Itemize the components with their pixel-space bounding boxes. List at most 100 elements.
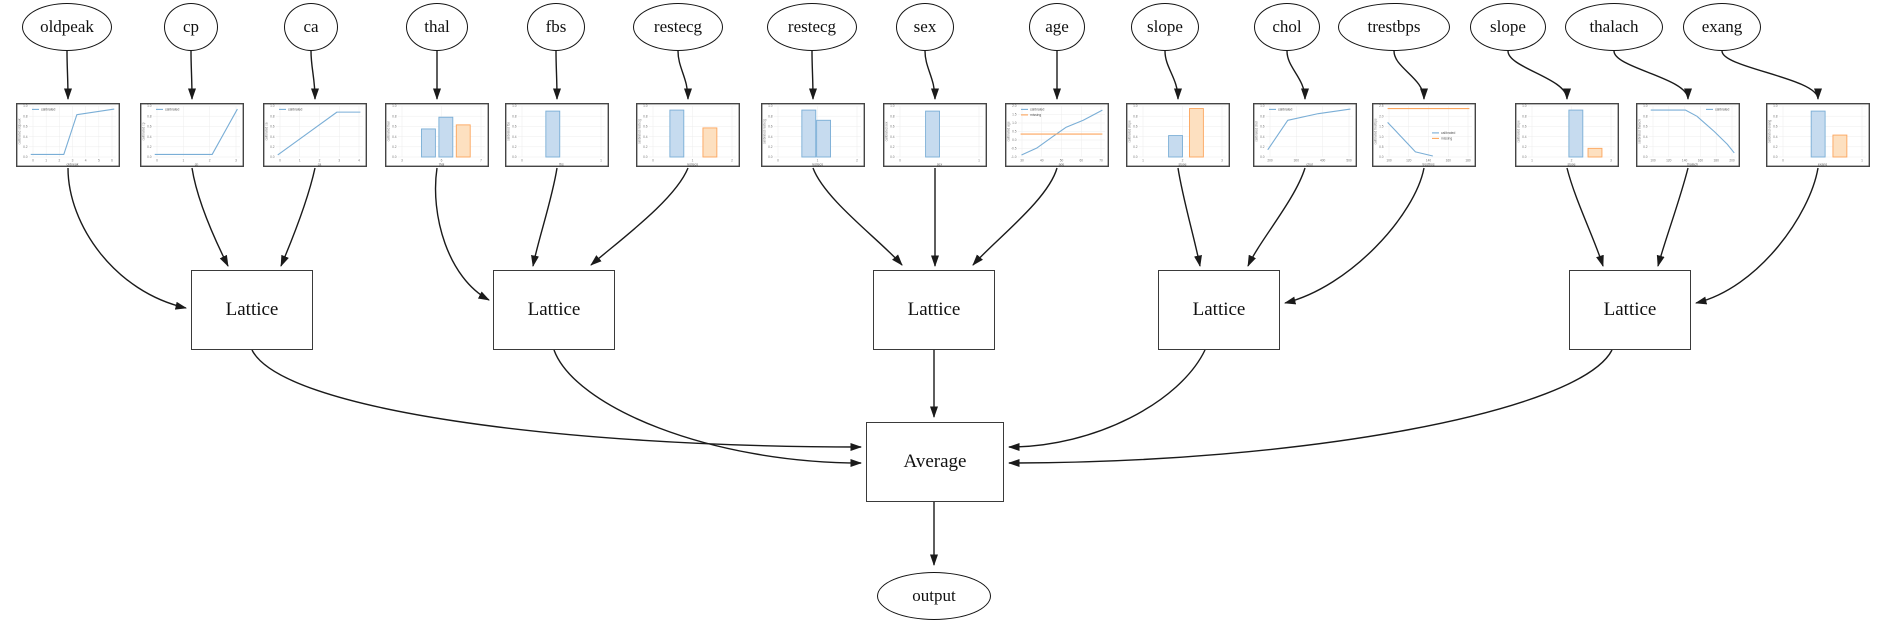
svg-text:calibrated thal: calibrated thal: [387, 121, 391, 141]
feature-label: exang: [1701, 17, 1743, 36]
edge-arrow: [924, 50, 939, 100]
svg-text:1: 1: [1861, 159, 1863, 163]
svg-text:30: 30: [1020, 159, 1024, 163]
svg-text:0: 0: [156, 159, 158, 163]
edge-arrow: [808, 50, 817, 100]
svg-text:0.5: 0.5: [1012, 130, 1017, 134]
svg-text:0.6: 0.6: [270, 125, 275, 129]
feature-label: thal: [424, 17, 450, 36]
feature-node-exang: exang: [1683, 3, 1761, 51]
lattice-label: Lattice: [907, 299, 961, 320]
svg-text:0.2: 0.2: [1643, 145, 1648, 149]
svg-text:0.8: 0.8: [1260, 114, 1265, 118]
svg-text:0.0: 0.0: [1012, 138, 1017, 142]
svg-text:2: 2: [319, 159, 321, 163]
svg-text:0.0: 0.0: [23, 155, 28, 159]
svg-text:2.0: 2.0: [1379, 114, 1384, 118]
svg-text:0.6: 0.6: [1522, 125, 1527, 129]
svg-text:calibrated restecg: calibrated restecg: [638, 119, 642, 144]
feature-label: restecg: [787, 17, 837, 36]
feature-label: fbs: [545, 17, 567, 36]
edge-arrow: [191, 167, 229, 267]
svg-text:180: 180: [1714, 159, 1720, 163]
svg-text:0.2: 0.2: [643, 145, 648, 149]
svg-text:1: 1: [1142, 159, 1144, 163]
svg-text:0.2: 0.2: [1133, 145, 1138, 149]
svg-text:0: 0: [1782, 159, 1784, 163]
svg-text:thal: thal: [439, 163, 445, 167]
svg-text:0.2: 0.2: [270, 145, 275, 149]
svg-text:1.0: 1.0: [1643, 104, 1648, 108]
svg-text:0: 0: [279, 159, 281, 163]
svg-text:1.5: 1.5: [1379, 125, 1384, 129]
svg-text:0.8: 0.8: [1522, 114, 1527, 118]
svg-text:2.5: 2.5: [1379, 104, 1384, 108]
svg-text:3: 3: [1221, 159, 1223, 163]
svg-text:0: 0: [521, 159, 523, 163]
feature-label: thalach: [1589, 17, 1639, 36]
svg-text:0.0: 0.0: [392, 155, 397, 159]
feature-node-sex: sex: [896, 3, 954, 51]
svg-text:100: 100: [1386, 159, 1392, 163]
svg-text:1: 1: [45, 159, 47, 163]
svg-text:0.8: 0.8: [643, 114, 648, 118]
svg-text:0.0: 0.0: [1773, 155, 1778, 159]
lattice-node-5: Lattice: [1569, 270, 1691, 350]
svg-text:50: 50: [1060, 159, 1064, 163]
feature-label: oldpeak: [40, 17, 94, 36]
svg-text:1.0: 1.0: [23, 104, 28, 108]
feature-label: sex: [913, 17, 937, 36]
svg-text:fbs: fbs: [559, 163, 564, 167]
svg-text:3: 3: [235, 159, 237, 163]
svg-text:2: 2: [58, 159, 60, 163]
feature-node-thalach: thalach: [1565, 3, 1663, 51]
feature-label: restecg: [653, 17, 703, 36]
edge-arrow: [1656, 167, 1689, 267]
svg-text:restecg: restecg: [687, 163, 698, 167]
output-label: output: [912, 586, 956, 605]
svg-text:0.2: 0.2: [890, 145, 895, 149]
edge-arrow: [552, 50, 561, 100]
edge-arrow: [251, 349, 862, 451]
svg-text:1.0: 1.0: [270, 104, 275, 108]
svg-text:calibrated trestbps: calibrated trestbps: [1374, 118, 1378, 144]
svg-text:chol: chol: [1306, 163, 1312, 167]
svg-text:0.4: 0.4: [392, 135, 397, 139]
edge-arrow: [1613, 50, 1692, 100]
svg-text:7: 7: [480, 159, 482, 163]
svg-text:0: 0: [899, 159, 901, 163]
edge-arrow: [1164, 50, 1182, 100]
feature-label: slope: [1147, 17, 1183, 36]
svg-text:trestbps: trestbps: [1422, 163, 1434, 167]
lattice-label: Lattice: [527, 299, 581, 320]
svg-text:1.0: 1.0: [1773, 104, 1778, 108]
svg-text:1.0: 1.0: [643, 104, 648, 108]
edge-arrow: [1393, 50, 1428, 100]
lattice-label: Lattice: [1192, 299, 1246, 320]
svg-text:calibrated exang: calibrated exang: [1768, 120, 1772, 144]
svg-text:400: 400: [1320, 159, 1326, 163]
svg-text:0.8: 0.8: [147, 114, 152, 118]
edge-arrow: [1008, 349, 1206, 451]
svg-text:1.0: 1.0: [392, 104, 397, 108]
svg-text:restecg: restecg: [812, 163, 823, 167]
svg-text:3: 3: [1610, 159, 1612, 163]
edge-arrow: [1566, 167, 1604, 267]
svg-text:1: 1: [692, 159, 694, 163]
edge-arrow: [1286, 50, 1309, 100]
feature-node-age: age: [1029, 3, 1085, 51]
svg-text:180: 180: [1465, 159, 1471, 163]
svg-text:5: 5: [98, 159, 100, 163]
